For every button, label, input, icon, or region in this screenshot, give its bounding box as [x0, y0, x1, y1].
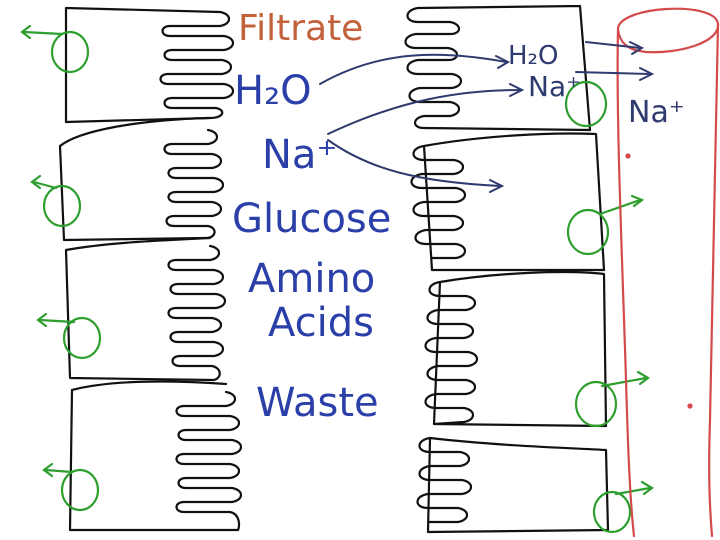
vessel-right-wall — [708, 22, 720, 538]
h2o-arrow — [319, 53, 511, 85]
na-to-vessel-arrow — [575, 67, 655, 81]
label-glucose: Glucose — [232, 196, 391, 242]
left-cell-4 — [68, 380, 243, 532]
labels: Filtrate H₂O Na⁺ Glucose Amino Acids Was… — [232, 8, 685, 426]
right-cell-1 — [404, 4, 592, 132]
right-cell-3 — [424, 270, 608, 428]
right-label-na: Na⁺ — [528, 70, 581, 103]
left-arrow-icon — [20, 24, 64, 40]
left-arrow-icon — [30, 174, 58, 190]
nucleus-icon — [50, 30, 90, 74]
left-cell-2 — [58, 116, 225, 242]
right-arrow-icon — [600, 370, 650, 388]
na-arrow-bottom — [327, 139, 505, 193]
vessel-dot — [625, 153, 631, 159]
left-arrow-icon — [36, 312, 76, 328]
right-label-h2o: H₂O — [508, 41, 558, 71]
right-nuclei — [564, 80, 654, 534]
left-nuclei — [20, 24, 102, 512]
left-arrow-icon — [42, 462, 74, 478]
nucleus-icon — [564, 80, 608, 128]
right-cell-4 — [416, 436, 610, 534]
transport-arrows — [319, 41, 655, 193]
label-waste: Waste — [256, 380, 379, 426]
right-epithelial-cells — [404, 4, 610, 534]
h2o-to-vessel-arrow — [585, 41, 645, 55]
label-acids: Acids — [268, 300, 374, 346]
nucleus-icon — [566, 208, 610, 256]
vessel-dot — [687, 403, 693, 409]
vessel-left-wall — [616, 28, 636, 538]
left-cell-1 — [64, 6, 235, 124]
left-epithelial-cells — [58, 6, 243, 532]
nucleus-icon — [574, 380, 618, 428]
nucleus-icon — [60, 468, 100, 512]
na-arrow-top — [327, 83, 525, 135]
label-h2o: H₂O — [234, 68, 312, 114]
vessel-label-na: Na⁺ — [628, 95, 685, 130]
right-arrow-icon — [614, 480, 654, 496]
right-cell-2 — [410, 132, 606, 272]
filtrate-title: Filtrate — [238, 8, 363, 49]
label-amino: Amino — [248, 256, 375, 302]
nucleus-icon — [42, 184, 82, 228]
blood-vessel — [616, 7, 720, 538]
nucleus-icon — [62, 316, 102, 360]
vessel-top-opening — [616, 7, 720, 54]
nucleus-icon — [592, 490, 632, 534]
label-na: Na⁺ — [262, 132, 338, 178]
left-cell-3 — [64, 236, 227, 382]
